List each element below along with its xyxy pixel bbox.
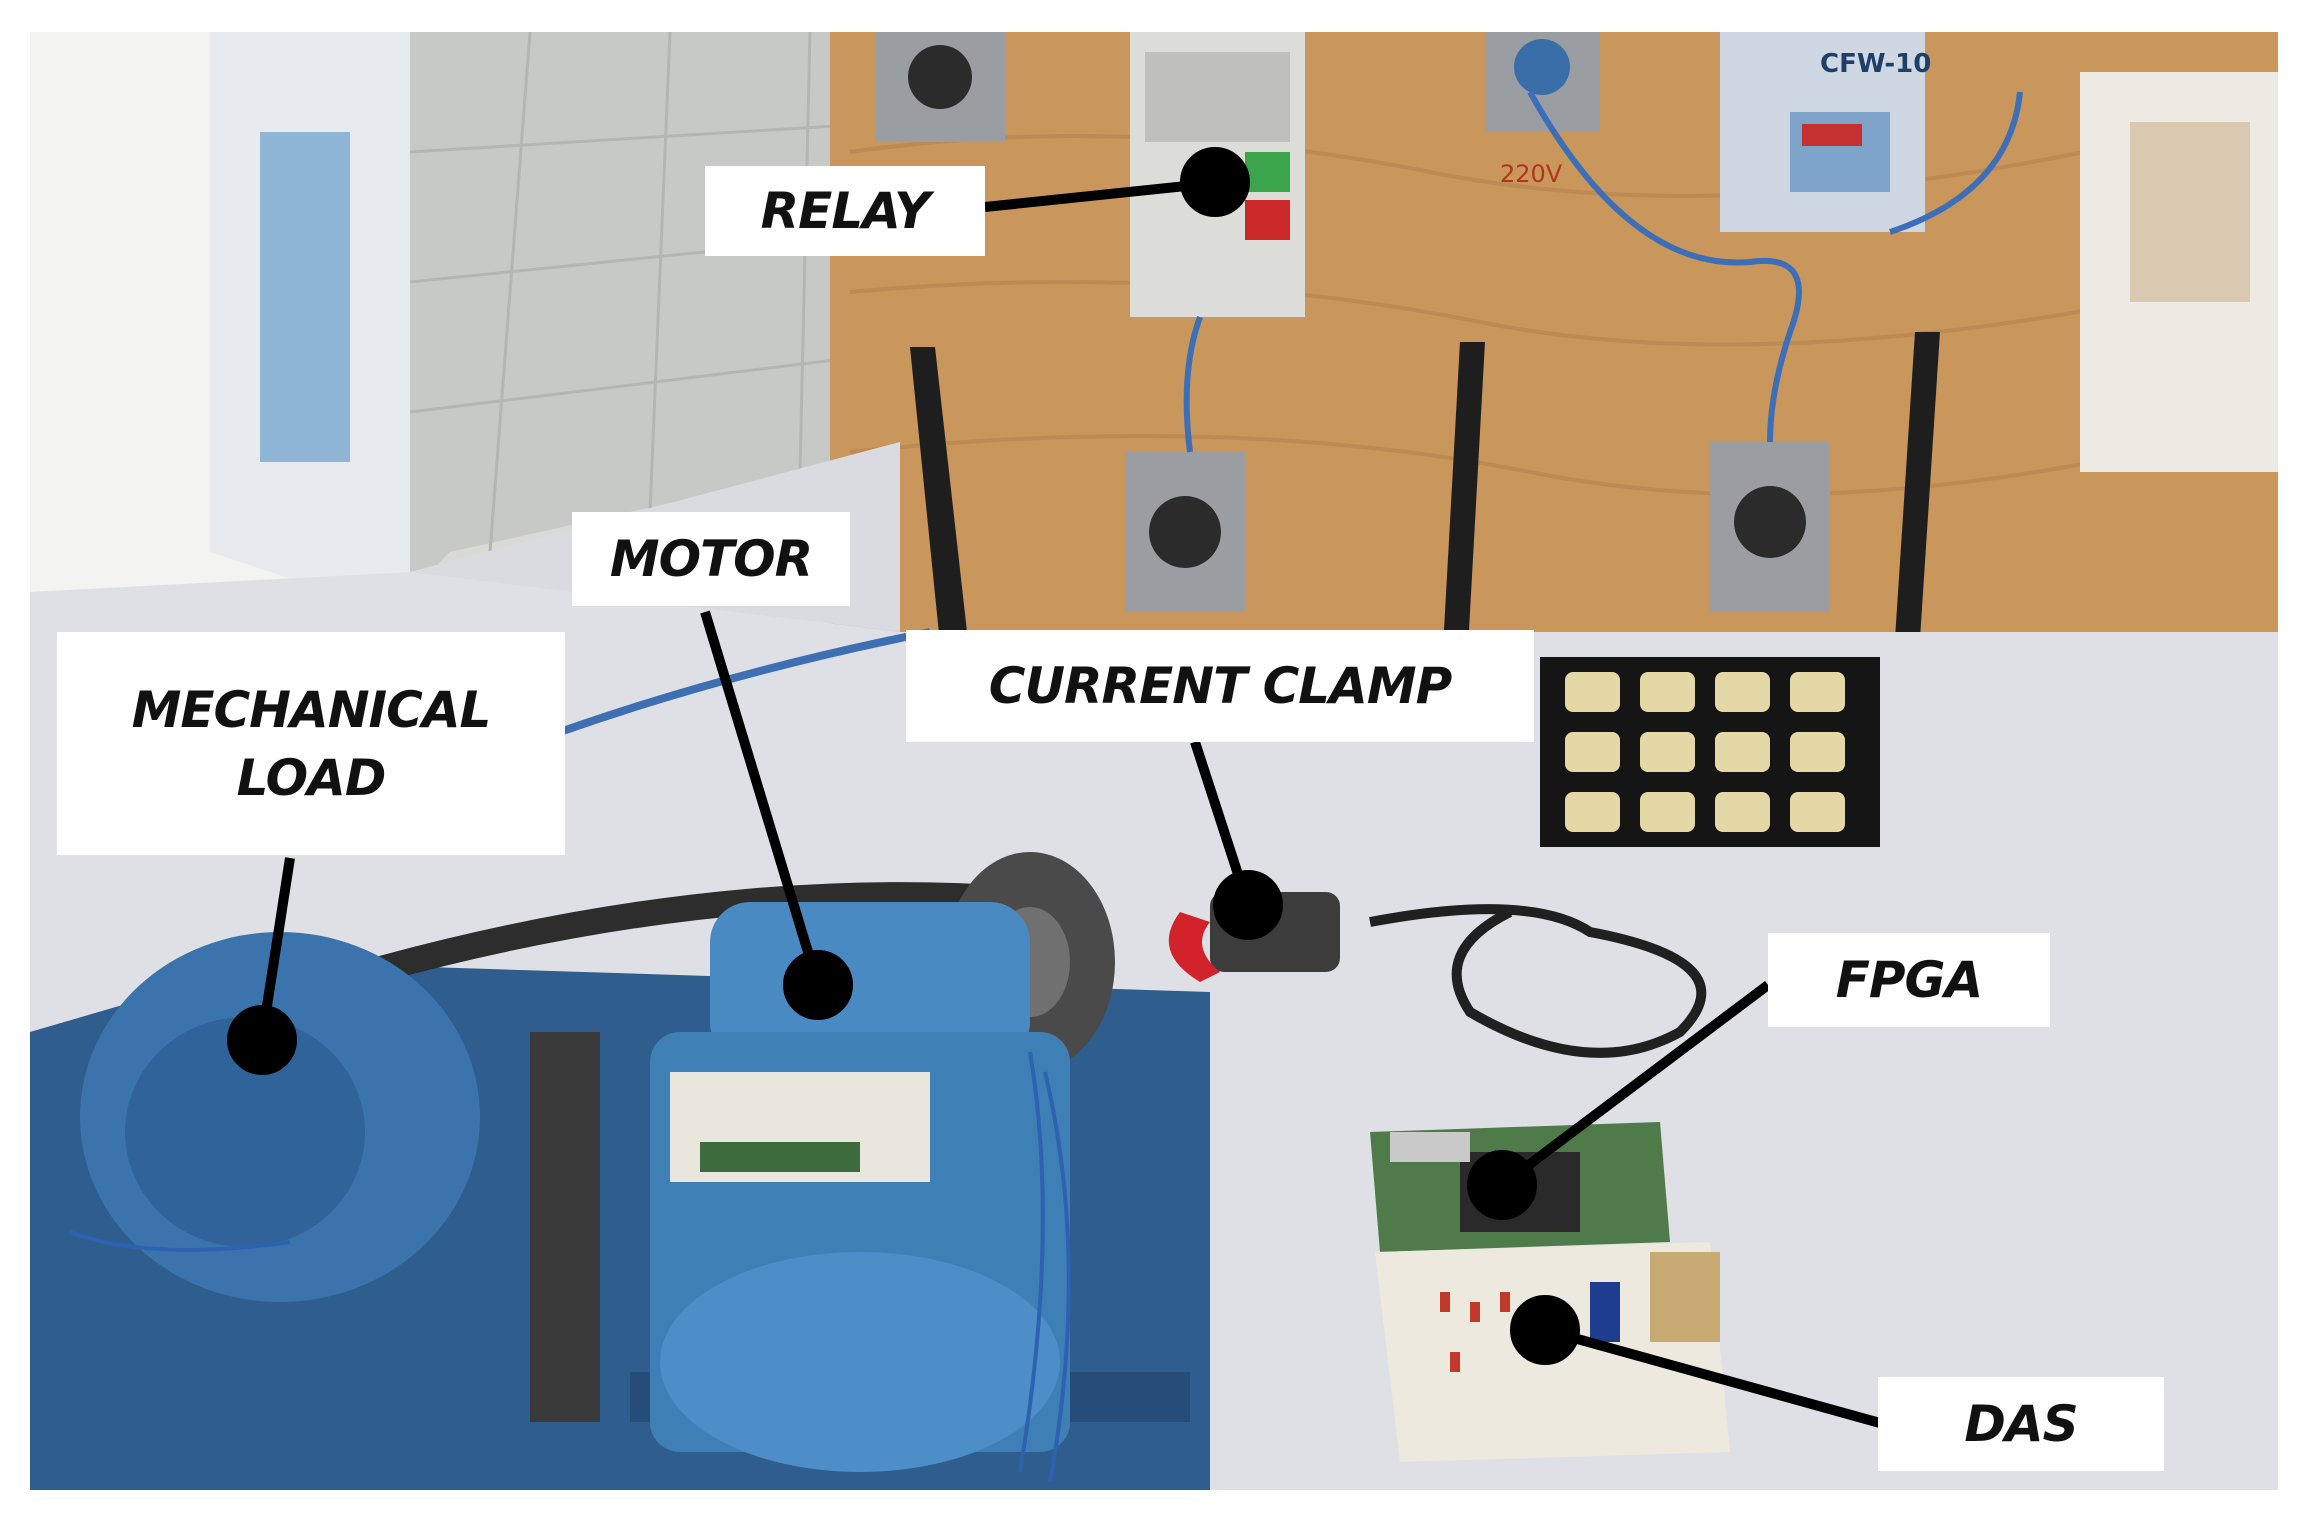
load-bracket (530, 1032, 600, 1422)
current-clamp-body (1210, 892, 1340, 972)
fpga-chip (1460, 1152, 1580, 1232)
mechanical-load-label: MECHANICAL LOAD (57, 632, 565, 855)
motor-fan-cover (660, 1252, 1060, 1472)
relay-stop-button (1245, 200, 1290, 240)
receptacle-outlets (1565, 672, 1845, 832)
relay-start-button (1245, 152, 1290, 192)
panel-wiring (1183, 90, 2023, 453)
outlet-socket-icon (1514, 39, 1570, 95)
current-clamp-label-text: CURRENT CLAMP (988, 657, 1452, 715)
whiteboard-item (2130, 122, 2250, 302)
relay-label-text: RELAY (760, 182, 931, 240)
outlet-socket-icon (908, 45, 972, 109)
outlet-socket-icon (1734, 486, 1806, 558)
fpga-label: FPGA (1768, 933, 2050, 1027)
das-label: DAS (1878, 1377, 2164, 1471)
drive-display (1802, 124, 1862, 146)
mechanical-load-label-text: MECHANICAL LOAD (131, 680, 492, 807)
motor-label: MOTOR (572, 512, 850, 606)
relay-terminals (1145, 52, 1290, 142)
current-clamp-jaw (1168, 912, 1220, 982)
voltage-marking: 220V (1500, 160, 1563, 188)
fpga-label-text: FPGA (1835, 951, 1984, 1009)
das-label-text: DAS (1964, 1395, 2078, 1453)
fpga-connector (1390, 1132, 1470, 1162)
outlet-socket-icon (1149, 496, 1221, 568)
drive-brand-text: CFW-10 (1820, 49, 1931, 79)
relay-label: RELAY (705, 166, 985, 256)
das-capacitor (1590, 1282, 1620, 1342)
motor-label-text: MOTOR (609, 530, 813, 588)
sensor-board (700, 1142, 860, 1172)
current-clamp-label: CURRENT CLAMP (906, 630, 1534, 742)
water-cooler (260, 132, 350, 462)
load-end-cap (125, 1017, 365, 1247)
das-transformer (1650, 1252, 1720, 1342)
motor-wires (69, 1051, 1071, 1483)
